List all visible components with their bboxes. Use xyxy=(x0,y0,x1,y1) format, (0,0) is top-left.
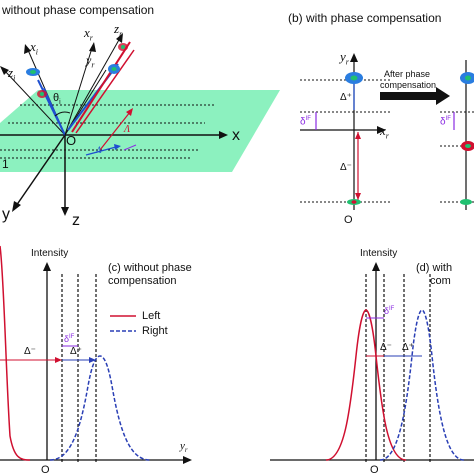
panel-d: Intensity (d) with com δIF Δ⁻ Δ⁺ O xyxy=(240,236,474,476)
panel-b-diagram xyxy=(300,53,474,210)
delta-if-label: δ xyxy=(64,334,70,344)
y-axis-label: Intensity xyxy=(360,248,398,259)
left-curve xyxy=(0,245,31,461)
delta-minus-label: Δ⁻ xyxy=(24,346,36,357)
z-axis-label: z xyxy=(72,212,80,229)
theta-arc xyxy=(54,111,71,117)
right-green-spot xyxy=(460,199,472,205)
one-label: 1 xyxy=(2,157,9,171)
incidence-plane xyxy=(0,90,280,172)
z-i-label: z xyxy=(8,65,14,80)
legend-right-label: Right xyxy=(142,325,168,337)
panel-a-title: without phase compensation xyxy=(2,3,155,17)
panel-a: without phase compensation xyxy=(0,0,280,230)
right-curve xyxy=(379,309,465,461)
compensation-arrow xyxy=(380,87,450,105)
x-r-label: x xyxy=(84,25,90,40)
x-i-label: x xyxy=(30,39,36,54)
delta-plus-label: Δ⁺ xyxy=(340,92,352,103)
lambda-label: Λ xyxy=(124,124,131,135)
incident-z xyxy=(3,69,66,136)
y-axis-label: y xyxy=(2,206,10,223)
x-axis-label: y xyxy=(180,440,185,452)
panel-c: Intensity (c) without phase compensation… xyxy=(0,236,240,476)
delta-arrow xyxy=(123,144,137,151)
x-axis-label: x xyxy=(232,127,240,144)
origin-label: O xyxy=(370,464,379,476)
panel-c-title-1: (c) without phase xyxy=(108,262,192,274)
panel-a-diagram xyxy=(0,33,280,216)
delta-if-right-label: δ xyxy=(440,116,446,128)
panel-c-chart xyxy=(0,245,192,464)
origin-label: O xyxy=(41,464,50,476)
y-r-label: y xyxy=(86,53,92,67)
origin-label: O xyxy=(344,214,353,226)
left-curve xyxy=(325,309,407,461)
z-r-axis xyxy=(64,37,121,136)
arrow-text-2: compensation xyxy=(380,80,437,90)
delta-if-label: δ xyxy=(300,116,306,128)
lambda-minus-label: Λ xyxy=(96,145,102,155)
theta-label: θ xyxy=(53,92,60,104)
arrow-text-1: After phase xyxy=(384,69,431,79)
legend-left-label: Left xyxy=(142,310,161,322)
y-axis xyxy=(15,134,66,207)
panel-d-chart xyxy=(270,262,474,462)
lambda-arrow xyxy=(99,111,131,151)
delta-minus-label: Δ⁻ xyxy=(380,342,392,353)
delta-plus-label: Δ⁺ xyxy=(402,342,414,353)
panel-b-title: (b) with phase compensation xyxy=(288,11,442,25)
panel-c-title-2: compensation xyxy=(108,275,177,287)
y-r-label: y xyxy=(340,49,346,64)
z-r-label: z xyxy=(114,21,120,36)
panel-d-title-2: com xyxy=(430,275,451,287)
delta-if-label: δ xyxy=(384,306,390,316)
x-r-label: x xyxy=(380,123,386,138)
reflected-beam-red xyxy=(71,41,131,133)
right-curve xyxy=(49,355,151,461)
lambda-minus-arrow xyxy=(85,146,117,156)
incident-beam xyxy=(43,87,66,136)
delta-plus-label: Δ⁺ xyxy=(70,346,82,357)
panel-b: (b) with phase compensation xyxy=(260,0,474,230)
x-r-axis xyxy=(64,47,93,136)
origin-label: O xyxy=(66,133,77,148)
reflected-beam-red-2 xyxy=(75,49,135,134)
delta-minus-label: Δ⁻ xyxy=(340,162,352,173)
panel-d-title-1: (d) with xyxy=(416,262,453,274)
y-axis-label: Intensity xyxy=(31,248,69,259)
